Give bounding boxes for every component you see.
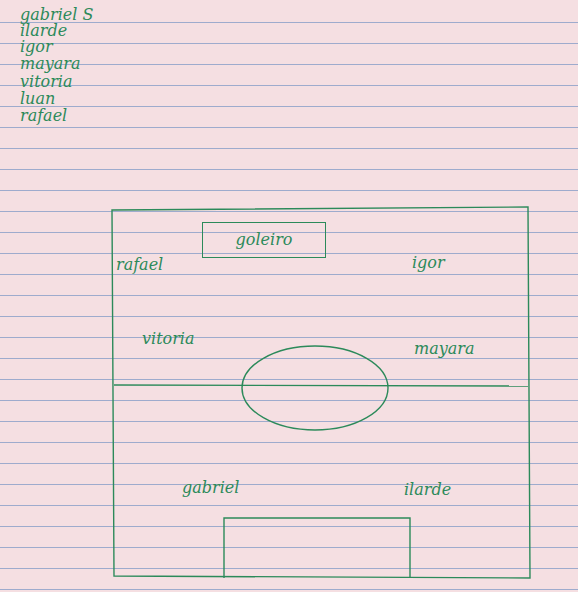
player-name: ilarde [404, 481, 451, 499]
position-name: goleiro [236, 231, 293, 249]
midline [114, 385, 528, 386]
player-name: mayara [414, 340, 474, 358]
player-name: rafael [20, 107, 67, 125]
player-name: igor [412, 254, 445, 272]
goal-area [224, 518, 410, 578]
player-name: vitoria [20, 73, 73, 91]
player-name: vitoria [142, 330, 195, 348]
player-name: igor [20, 38, 53, 56]
player-name: mayara [20, 55, 80, 73]
player-name: rafael [116, 256, 163, 274]
field-outline [112, 207, 530, 578]
center-circle [242, 346, 388, 430]
player-name: gabriel [182, 479, 239, 497]
player-name: luan [20, 90, 55, 108]
goalkeeper-box: goleiro [202, 222, 326, 258]
